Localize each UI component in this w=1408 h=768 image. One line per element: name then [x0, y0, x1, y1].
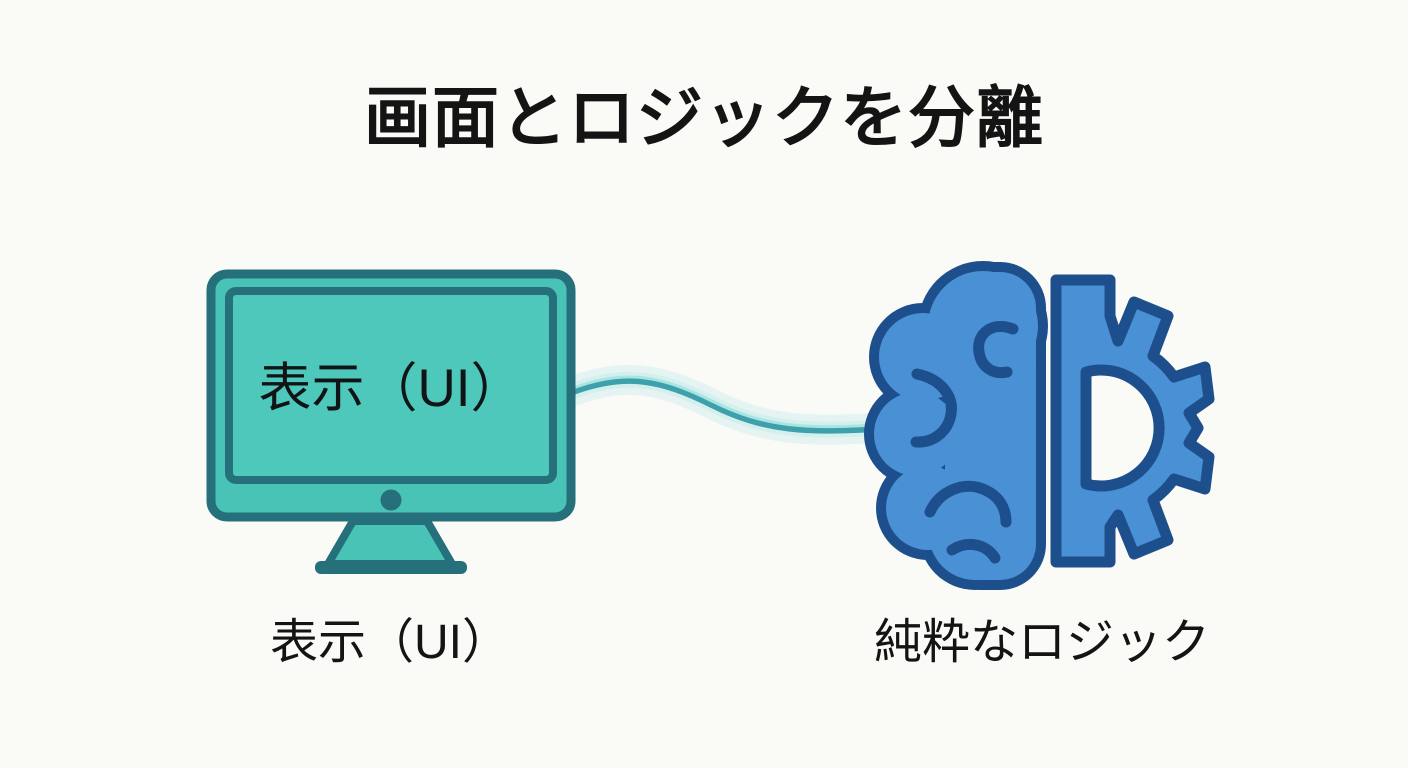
- monitor-base: [315, 561, 467, 574]
- monitor-stand: [324, 517, 456, 568]
- monitor-icon: [206, 269, 576, 574]
- cable-core-line: [569, 375, 892, 434]
- monitor-screen: [225, 287, 557, 484]
- brain-gear-icon: [864, 261, 1215, 590]
- cable-highlight-line: [571, 375, 890, 429]
- diagram-title: 画面とロジックを分離: [364, 81, 1044, 156]
- logic-caption: 純粋なロジック: [873, 616, 1210, 669]
- monitor-screen-label: 表示（UI）: [258, 358, 524, 418]
- brain-sulci: [910, 321, 1019, 564]
- monitor-camera-dot: [380, 489, 402, 511]
- monitor-caption: 表示（UI）: [269, 616, 510, 669]
- cable-connector: [558, 364, 903, 445]
- gear-half: [1050, 274, 1215, 568]
